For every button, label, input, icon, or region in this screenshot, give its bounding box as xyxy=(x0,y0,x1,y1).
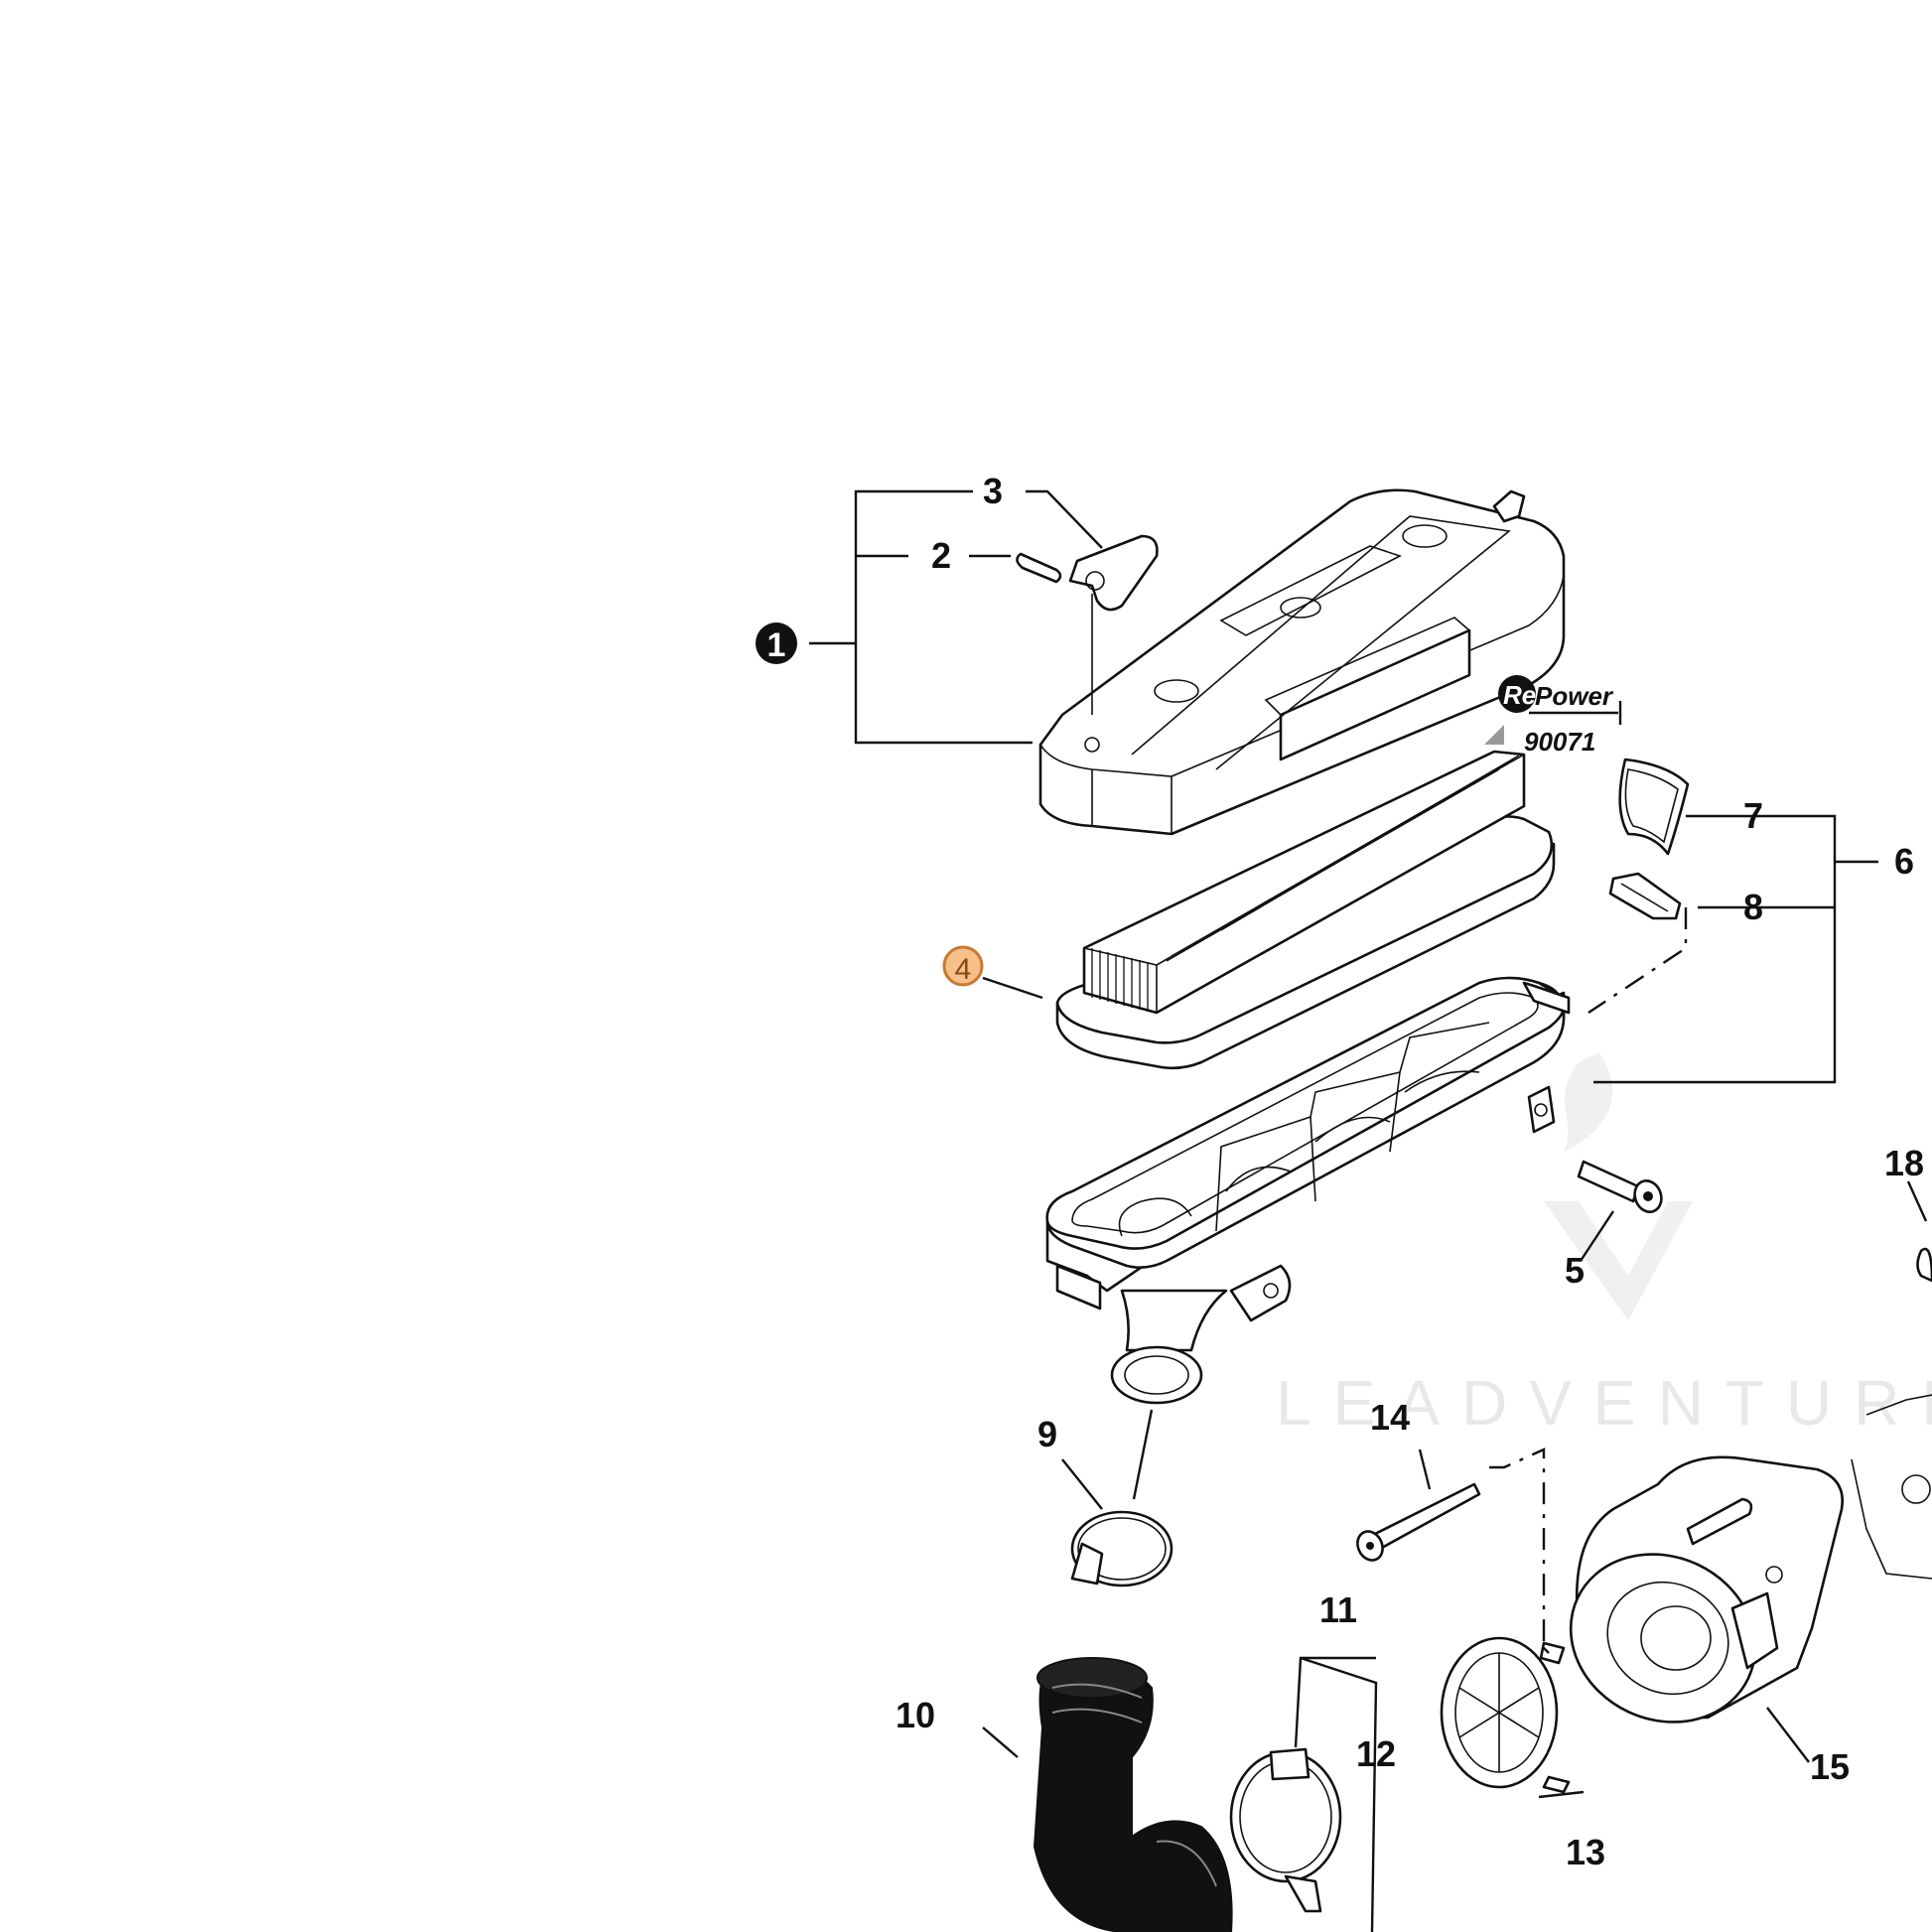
repower-logo-re: Re xyxy=(1503,680,1536,710)
repower-badge: Re Power 90071 xyxy=(1484,675,1622,757)
callout-4[interactable]: 4 xyxy=(942,945,984,987)
part-18 xyxy=(1916,1247,1932,1283)
latch xyxy=(1068,534,1159,715)
callout-4-highlight xyxy=(942,945,984,987)
callout-1-label: 1 xyxy=(767,626,786,664)
callout-8[interactable]: 8 xyxy=(1743,887,1763,927)
repower-code: 90071 xyxy=(1524,727,1595,757)
air-filter-cover xyxy=(1038,488,1566,836)
callout-11[interactable]: 11 xyxy=(1319,1589,1357,1630)
callout-7[interactable]: 7 xyxy=(1743,795,1763,836)
callout-6[interactable]: 6 xyxy=(1894,841,1914,882)
carburetor-partial xyxy=(1851,1394,1932,1580)
filter-element xyxy=(1055,750,1556,1070)
callout-13[interactable]: 13 xyxy=(1566,1832,1605,1872)
reed-plate xyxy=(1440,1636,1571,1794)
gasket xyxy=(1618,758,1690,856)
watermark-text: LEADVENTURE xyxy=(1276,1367,1932,1439)
watermark: LEADVENTURE xyxy=(1276,1052,1932,1439)
callout-15[interactable]: 15 xyxy=(1810,1746,1850,1787)
callout-2[interactable]: 2 xyxy=(931,535,951,576)
callout-5[interactable]: 5 xyxy=(1565,1250,1585,1291)
pin xyxy=(1016,552,1062,584)
callout-10[interactable]: 10 xyxy=(896,1695,935,1735)
long-bolt xyxy=(1356,1482,1481,1562)
leader-lines xyxy=(809,489,1928,1932)
screw xyxy=(1577,1160,1663,1213)
clamp xyxy=(1229,1747,1342,1913)
intake-boot xyxy=(1033,1657,1233,1932)
carburetor-housing xyxy=(1569,1455,1845,1724)
callout-12[interactable]: 12 xyxy=(1356,1733,1396,1774)
callout-14[interactable]: 14 xyxy=(1370,1397,1410,1438)
grommet xyxy=(1608,872,1682,920)
callout-18[interactable]: 18 xyxy=(1884,1143,1924,1183)
callout-9[interactable]: 9 xyxy=(1037,1414,1057,1454)
hose-clamp xyxy=(1070,1510,1173,1587)
callout-4-label: 4 xyxy=(955,953,972,986)
repower-logo-power: Power xyxy=(1535,681,1614,711)
callout-1[interactable]: 1 xyxy=(756,622,797,664)
filter-pleats xyxy=(1091,755,1520,1012)
callout-3[interactable]: 3 xyxy=(983,471,1003,511)
air-filter-base xyxy=(1045,976,1571,1405)
